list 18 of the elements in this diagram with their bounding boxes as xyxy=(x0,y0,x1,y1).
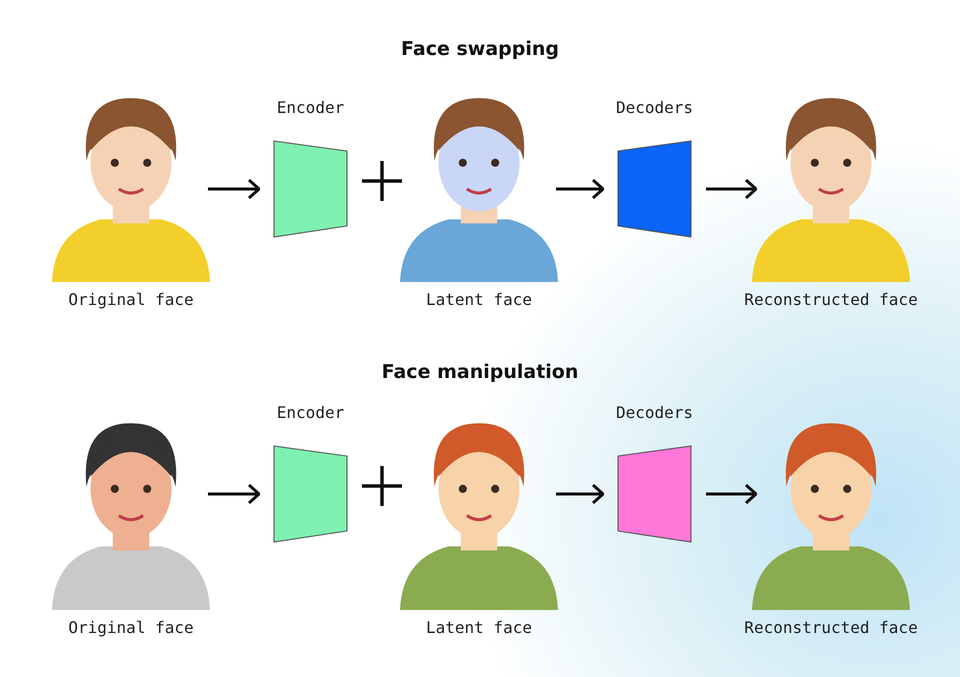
image-caption: Latent face xyxy=(426,618,532,637)
image-caption: Original face xyxy=(68,618,194,637)
arrow xyxy=(706,178,758,200)
image-caption: Reconstructed face xyxy=(744,290,918,309)
image-caption: Original face xyxy=(68,290,194,309)
image-caption: Latent face xyxy=(426,290,532,309)
block-label: Encoder xyxy=(276,403,344,422)
arrow xyxy=(208,484,260,504)
block-label: Decoders xyxy=(616,98,694,117)
block-label: Decoders xyxy=(616,403,694,422)
block-label: Encoder xyxy=(276,98,344,117)
section-heading: Face manipulation xyxy=(382,361,578,383)
arrow xyxy=(208,178,260,200)
section-heading: Face swapping xyxy=(401,38,559,60)
image-caption: Reconstructed face xyxy=(744,618,918,637)
arrow xyxy=(706,484,758,504)
arrow xyxy=(556,484,604,504)
arrow xyxy=(556,178,604,200)
